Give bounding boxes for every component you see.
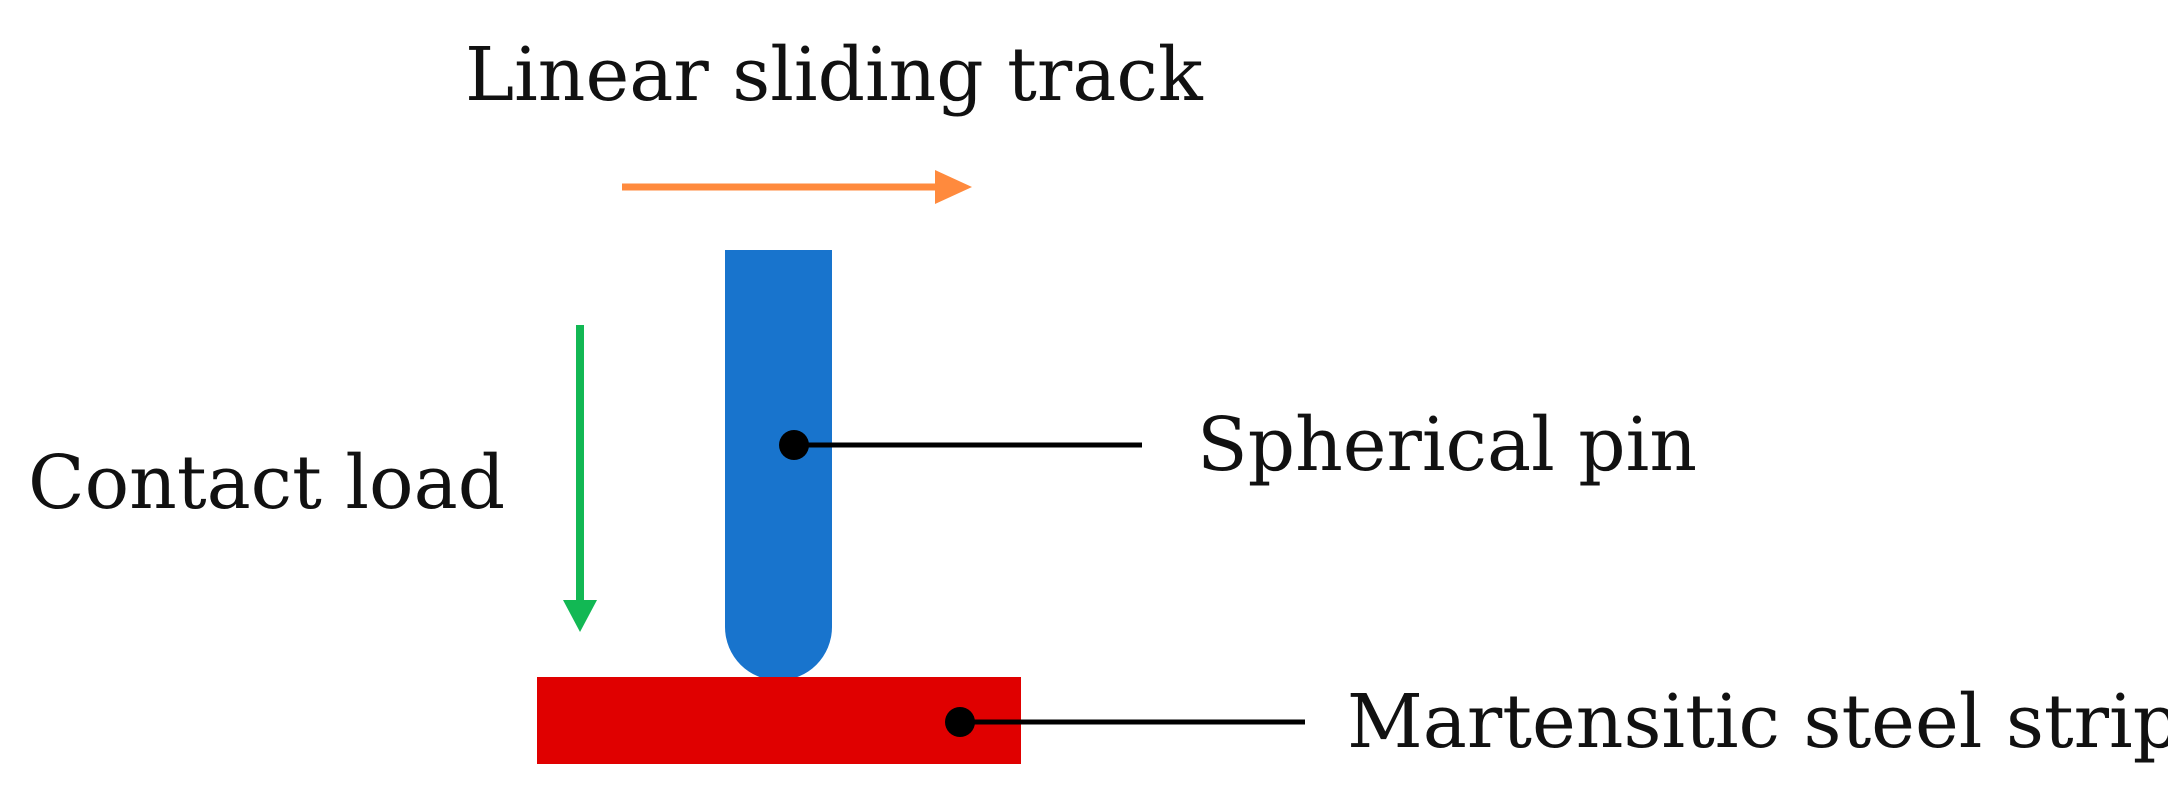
- contact-load-arrow: [563, 325, 597, 632]
- spherical-pin-leader: [779, 430, 1142, 460]
- load-arrow-head: [563, 600, 597, 632]
- spherical-pin-label: Spherical pin: [1197, 402, 1697, 488]
- sliding-arrow-head: [935, 170, 972, 204]
- steel-strip-leader: [945, 707, 1305, 737]
- steel-strip: [537, 677, 1021, 764]
- contact-load-label: Contact load: [28, 440, 505, 526]
- sliding-direction-arrow: [622, 170, 972, 204]
- sliding-track-label: Linear sliding track: [465, 32, 1204, 118]
- spherical-pin: [725, 250, 832, 681]
- steel-strip-label: Martensitic steel strip: [1347, 679, 2168, 765]
